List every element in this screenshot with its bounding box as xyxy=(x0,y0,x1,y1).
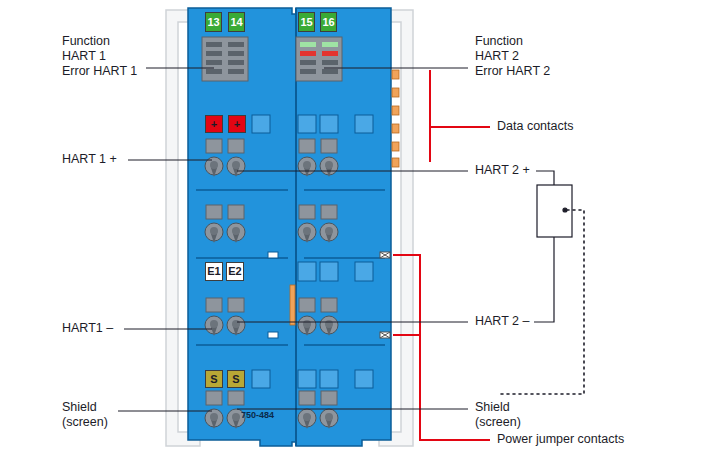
terminal-marker: + xyxy=(205,115,223,133)
marker-text: + xyxy=(234,119,240,130)
marker-slot xyxy=(252,115,373,388)
callout-label: Shield (screen) xyxy=(62,400,114,430)
marker-text: S xyxy=(210,374,217,385)
marker-text: S xyxy=(232,374,239,385)
module-housing-shape xyxy=(188,8,391,446)
terminal-marker: 15 xyxy=(298,12,315,32)
callout-label: HART 1 + xyxy=(62,152,117,167)
terminal-marker: 16 xyxy=(320,12,337,32)
marker-text: 16 xyxy=(322,17,334,28)
marker-text: + xyxy=(211,119,217,130)
marker-text: 13 xyxy=(207,17,219,28)
callout-label: Error HART 2 xyxy=(475,64,550,79)
callout-label: HART 2 – xyxy=(475,314,529,329)
terminal-marker: S xyxy=(227,370,245,388)
marker-text: E2 xyxy=(228,266,241,277)
model-number: 750-484 xyxy=(241,410,274,420)
callout-label: Shield (screen) xyxy=(475,400,527,430)
terminal-marker: E1 xyxy=(205,262,223,281)
callout-label: HART 1 xyxy=(62,49,106,64)
callout-label: Data contacts xyxy=(497,119,573,134)
resistor-symbol xyxy=(500,171,584,394)
terminal-marker: S xyxy=(205,370,223,388)
callout-label: Function xyxy=(62,34,110,49)
marker-text: E1 xyxy=(207,266,220,277)
bracket xyxy=(393,70,490,440)
led-panel xyxy=(202,37,342,81)
callout-label: Error HART 1 xyxy=(62,64,137,79)
marker-text: 14 xyxy=(230,17,242,28)
terminal-marker: + xyxy=(228,115,246,133)
callout-label: Function xyxy=(475,34,523,49)
marker-text: 15 xyxy=(300,17,312,28)
terminal-clamps xyxy=(205,139,338,429)
callout-label: HART 2 + xyxy=(475,163,530,178)
callout-label: HART 2 xyxy=(475,49,519,64)
power-jumper-contact xyxy=(268,252,390,338)
leader-line xyxy=(118,68,468,411)
terminal-marker: 13 xyxy=(205,12,222,32)
callout-label: HART1 – xyxy=(62,321,113,336)
callout-label: Power jumper contacts xyxy=(497,432,624,447)
terminal-marker: 14 xyxy=(228,12,245,32)
terminal-marker: E2 xyxy=(226,262,244,281)
module-housing: 750-484 13 14 15 16 + + E1 E2S S xyxy=(186,8,393,446)
data-contact xyxy=(392,70,399,167)
